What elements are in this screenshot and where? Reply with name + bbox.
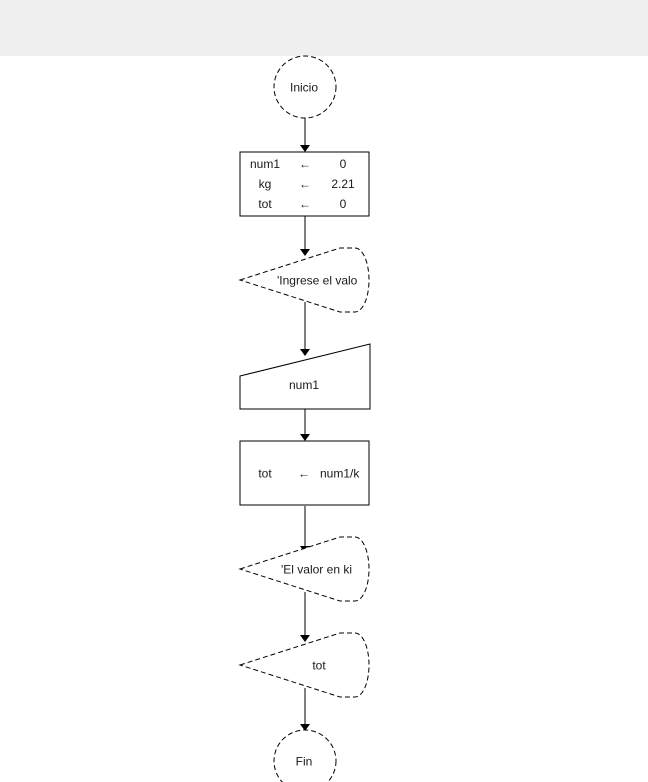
- display-result-label: 'El valor en ki: [281, 563, 352, 577]
- display-total-label: tot: [312, 659, 326, 673]
- assignment-var: tot: [258, 197, 272, 211]
- display-total-node[interactable]: tot: [238, 632, 370, 698]
- assignment-var: num1: [250, 157, 280, 171]
- connector-start-to-assign: [300, 118, 310, 152]
- display-total-shape: [238, 632, 370, 698]
- assign-arrow-icon: ←: [298, 467, 310, 481]
- assignment-row: tot ← 0: [258, 197, 346, 211]
- compute-node[interactable]: tot ← num1/k: [239, 440, 370, 506]
- input-node-label: num1: [289, 378, 319, 392]
- assignment-value: 0: [340, 197, 347, 211]
- assignment-node[interactable]: num1 ← 0 kg ← 2.21 tot ← 0: [239, 151, 370, 217]
- assignment-value: 0: [340, 157, 347, 171]
- input-node-shape: [239, 343, 371, 410]
- compute-node-shape: [239, 440, 370, 506]
- assignment-var: kg: [259, 177, 272, 191]
- start-node-label: Inicio: [290, 81, 318, 95]
- end-node-label: Fin: [296, 755, 313, 769]
- display-prompt-label: 'Ingrese el valo: [277, 274, 358, 288]
- assign-arrow-icon: ←: [299, 157, 311, 171]
- start-node-shape: [273, 55, 337, 119]
- connector-compute-to-result: [300, 506, 310, 553]
- assign-arrow-icon: ←: [299, 177, 311, 191]
- connector-prompt-to-input: [300, 302, 310, 356]
- input-node[interactable]: num1: [239, 343, 371, 410]
- assignment-row: kg ← 2.21: [259, 177, 355, 191]
- connector-assign-to-prompt: [300, 216, 310, 256]
- display-prompt-node[interactable]: 'Ingrese el valo: [238, 247, 370, 313]
- start-node[interactable]: Inicio: [273, 55, 337, 119]
- assign-arrow-icon: ←: [299, 197, 311, 211]
- top-toolbar-area: [0, 0, 648, 56]
- display-result-node[interactable]: 'El valor en ki: [238, 536, 370, 602]
- assignment-row: num1 ← 0: [250, 157, 347, 171]
- compute-var: tot: [258, 467, 272, 481]
- connector-input-to-compute: [300, 409, 310, 441]
- display-result-shape: [238, 536, 370, 602]
- assignment-value: 2.21: [331, 177, 355, 191]
- connector-total-to-end: [300, 688, 310, 731]
- end-node-shape: [273, 729, 337, 782]
- assignment-node-shape: [239, 151, 370, 217]
- compute-expression: num1/k: [320, 467, 360, 481]
- connector-result-to-total: [300, 592, 310, 642]
- end-node[interactable]: Fin: [273, 729, 337, 782]
- display-prompt-shape: [238, 247, 370, 313]
